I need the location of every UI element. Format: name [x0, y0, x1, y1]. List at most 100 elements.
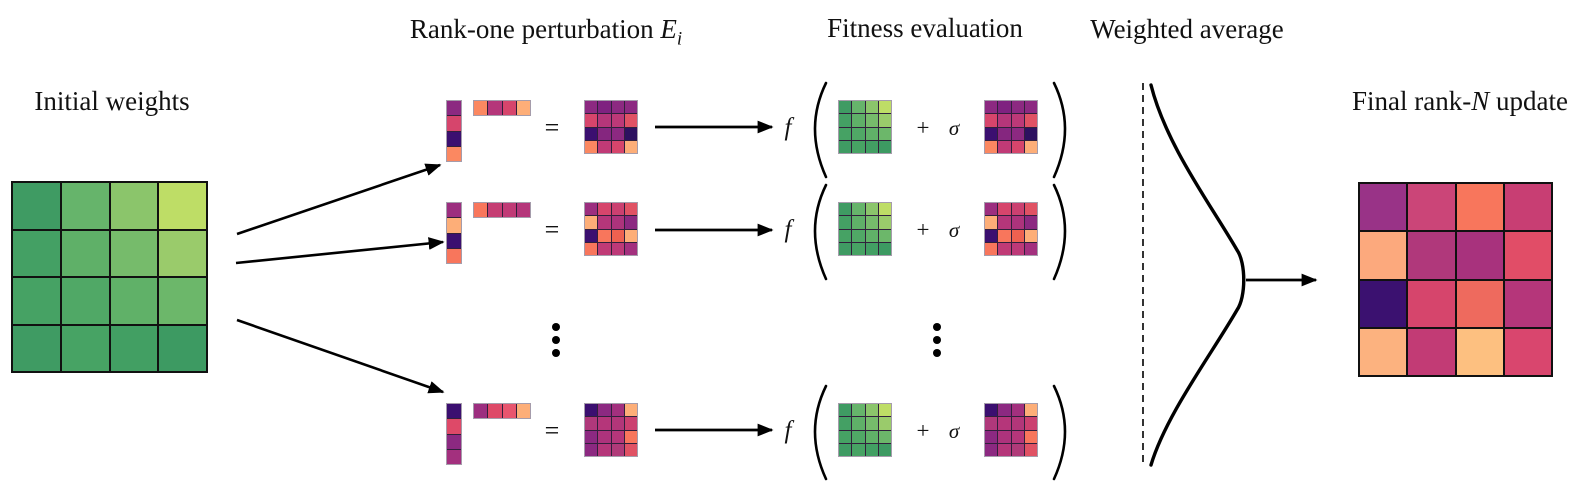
matrix-cell — [878, 140, 891, 153]
matrix-cell — [585, 140, 598, 153]
matrix-cell — [598, 127, 611, 140]
matrix-cell — [598, 404, 611, 417]
matrix-cell — [502, 101, 516, 115]
matrix-cell — [474, 101, 488, 115]
matrix-cell — [985, 443, 998, 456]
matrix-cell — [598, 101, 611, 114]
sigma-row2: σ — [948, 218, 960, 242]
matrix-cell — [1024, 140, 1037, 153]
matrix-cell — [839, 203, 852, 216]
plus-sign-row1: + — [916, 115, 930, 140]
matrix-cell — [624, 430, 637, 443]
matrix-cell — [110, 230, 158, 276]
matrix-cell — [447, 218, 461, 233]
matrix-cell — [1011, 430, 1024, 443]
matrix-cell — [447, 233, 461, 248]
matrix-cell — [1360, 184, 1407, 231]
matrix-cell — [611, 229, 624, 242]
matrix-cell — [159, 325, 206, 371]
matrix-cell — [1011, 404, 1024, 417]
matrix-cell — [585, 101, 598, 114]
matrix-cell — [598, 203, 611, 216]
matrix-cell — [985, 404, 998, 417]
matrix-cell — [488, 203, 502, 217]
matrix-cell — [1024, 417, 1037, 430]
matrix-cell — [1024, 216, 1037, 229]
matrix-cell — [998, 101, 1011, 114]
matrix-cell — [1011, 216, 1024, 229]
perturbation-1-outer-product-matrix — [584, 100, 638, 154]
matrix-cell — [985, 127, 998, 140]
plus-sign-row3: + — [916, 418, 930, 443]
matrix-cell — [598, 430, 611, 443]
matrix-cell — [985, 242, 998, 255]
perturbation-1-column-vector — [446, 100, 462, 162]
dot-icon — [552, 336, 560, 344]
matrix-cell — [1504, 232, 1551, 279]
matrix-cell — [598, 216, 611, 229]
matrix-cell — [611, 203, 624, 216]
matrix-cell — [624, 101, 637, 114]
matrix-cell — [998, 114, 1011, 127]
matrix-cell — [865, 404, 878, 417]
perturbation-2-column-vector — [446, 202, 462, 264]
matrix-cell — [852, 127, 865, 140]
matrix-cell — [839, 430, 852, 443]
matrix-cell — [1504, 184, 1551, 231]
equals-sign-row2: = — [544, 215, 560, 244]
perturbation-3-row-vector — [473, 403, 531, 419]
matrix-cell — [110, 325, 158, 371]
perturbation-1-row-vector — [473, 100, 531, 116]
matrix-cell — [611, 127, 624, 140]
matrix-cell — [611, 443, 624, 456]
matrix-cell — [865, 216, 878, 229]
matrix-cell — [878, 101, 891, 114]
matrix-cell — [865, 443, 878, 456]
matrix-cell — [585, 404, 598, 417]
paren-open-row1 — [813, 81, 828, 179]
matrix-cell — [624, 242, 637, 255]
matrix-cell — [1456, 328, 1503, 375]
paren-open-row2 — [813, 183, 828, 281]
matrix-cell — [13, 183, 60, 229]
sigma-row3: σ — [948, 419, 960, 443]
matrix-cell — [985, 417, 998, 430]
matrix-cell — [502, 203, 516, 217]
matrix-cell — [998, 404, 1011, 417]
matrix-cell — [1456, 280, 1503, 327]
matrix-cell — [1408, 280, 1455, 327]
matrix-cell — [61, 183, 109, 229]
matrix-cell — [998, 229, 1011, 242]
matrix-cell — [998, 443, 1011, 456]
matrix-cell — [852, 404, 865, 417]
matrix-cell — [878, 114, 891, 127]
matrix-cell — [516, 101, 530, 115]
dot-icon — [552, 323, 560, 331]
matrix-cell — [878, 229, 891, 242]
matrix-cell — [447, 404, 461, 419]
matrix-cell — [159, 230, 206, 276]
matrix-cell — [1456, 232, 1503, 279]
matrix-cell — [839, 127, 852, 140]
matrix-cell — [852, 229, 865, 242]
matrix-cell — [839, 242, 852, 255]
arrow-initial-to-e2 — [235, 237, 445, 265]
matrix-cell — [447, 203, 461, 218]
matrix-cell — [474, 404, 488, 418]
rank-one-title-var-E: E — [660, 14, 677, 44]
matrix-cell — [878, 127, 891, 140]
fitness-f-row3: f — [784, 417, 792, 444]
matrix-cell — [585, 417, 598, 430]
matrix-cell — [624, 404, 637, 417]
initial-weights-title: Initial weights — [12, 86, 212, 116]
matrix-cell — [998, 216, 1011, 229]
matrix-cell — [488, 101, 502, 115]
matrix-cell — [611, 140, 624, 153]
matrix-cell — [1360, 328, 1407, 375]
matrix-cell — [1024, 242, 1037, 255]
matrix-cell — [598, 229, 611, 242]
final-rank-n-update-matrix — [1358, 182, 1553, 377]
matrix-cell — [1408, 328, 1455, 375]
matrix-cell — [1024, 203, 1037, 216]
